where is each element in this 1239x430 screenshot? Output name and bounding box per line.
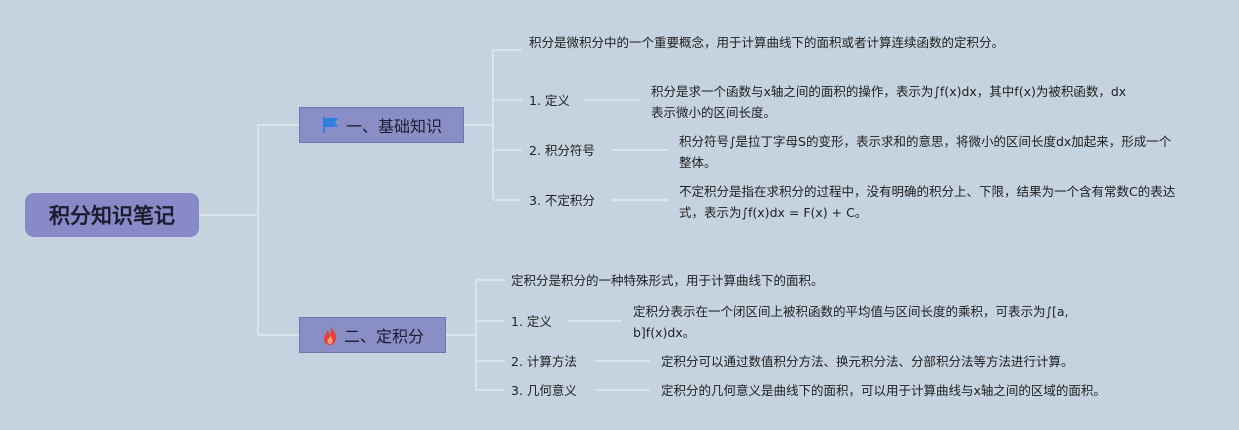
basics-item-indefinite-desc: 不定积分是指在求积分的过程中，没有明确的积分上、下限，结果为一个含有常数C的表达… [679, 184, 1176, 220]
root-title: 积分知识笔记 [49, 204, 175, 228]
definite-item-definition-label: 1. 定义 [511, 314, 552, 329]
definite-item-geometry-desc: 定积分的几何意义是曲线下的面积，可以用于计算曲线与x轴之间的区域的面积。 [661, 383, 1106, 398]
root-node[interactable]: 积分知识笔记 [25, 193, 199, 237]
basics-item-definition-desc: 积分是求一个函数与x轴之间的面积的操作，表示为∫f(x)dx，其中f(x)为被积… [651, 84, 1127, 120]
branch-basics[interactable]: 一、基础知识 [299, 107, 464, 143]
fire-icon [321, 324, 339, 346]
basics-item-symbol-label: 2. 积分符号 [529, 143, 595, 158]
definite-item-method-desc: 定积分可以通过数值积分方法、换元积分法、分部积分法等方法进行计算。 [661, 354, 1074, 369]
branch-definite[interactable]: 二、定积分 [299, 317, 446, 353]
basics-item-symbol-desc: 积分符号∫是拉丁字母S的变形，表示求和的意思，将微小的区间长度dx加起来，形成一… [679, 134, 1172, 170]
basics-item-definition-label: 1. 定义 [529, 93, 570, 108]
flag-icon [321, 115, 341, 135]
branch-definite-intro: 定积分是积分的一种特殊形式，用于计算曲线下的面积。 [511, 273, 824, 288]
definite-item-method-label: 2. 计算方法 [511, 354, 577, 369]
branch-basics-label: 一、基础知识 [345, 117, 442, 136]
branch-definite-label: 二、定积分 [343, 327, 424, 346]
branch-basics-intro: 积分是微积分中的一个重要概念，用于计算曲线下的面积或者计算连续函数的定积分。 [529, 35, 1005, 50]
definite-item-definition-desc: 定积分表示在一个闭区间上被积函数的平均值与区间长度的乘积，可表示为∫[a, b]… [633, 304, 1069, 340]
basics-item-indefinite-label: 3. 不定积分 [529, 193, 595, 208]
definite-item-geometry-label: 3. 几何意义 [511, 383, 577, 398]
